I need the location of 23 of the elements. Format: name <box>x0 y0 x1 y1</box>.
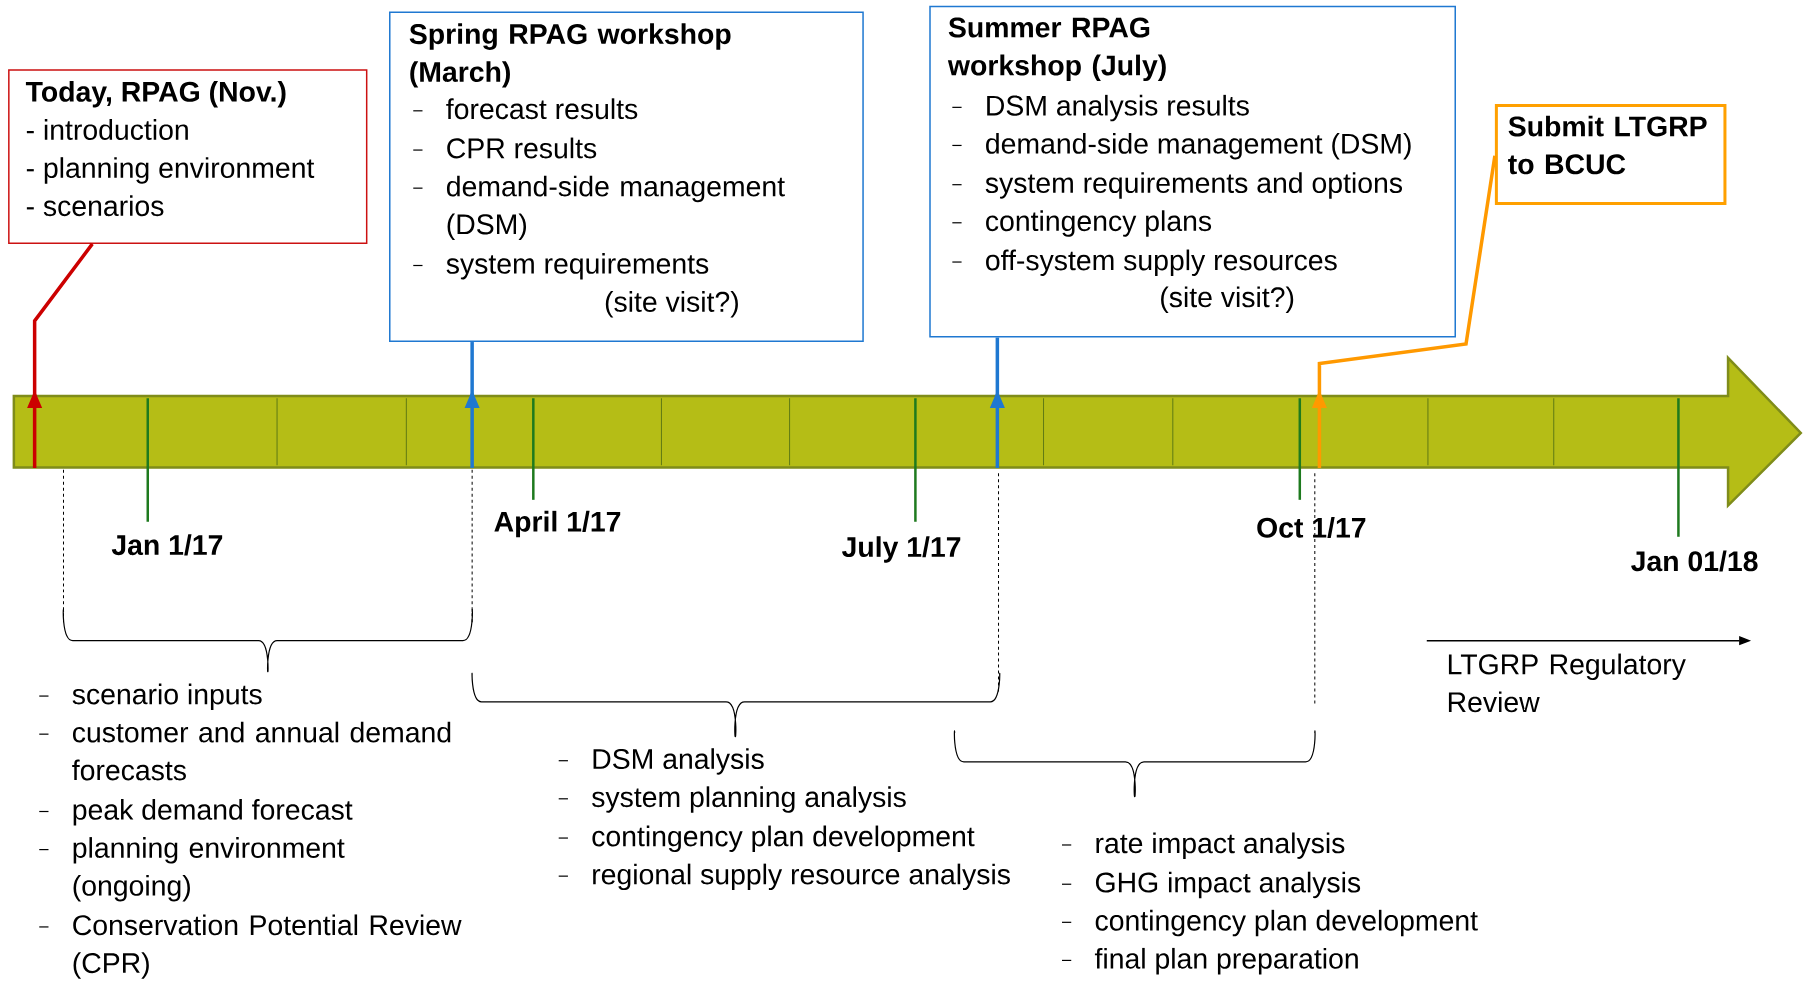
marker-arrow <box>1311 155 1497 468</box>
list-item: peak demand forecast <box>38 799 353 826</box>
list-item: system planning analysis <box>558 786 906 813</box>
workshop-box: Spring RPAG workshop (March) forecast results CPR results demand-side management (DSM) system requirements (site visit?) <box>389 11 864 343</box>
list-item: final plan preparation <box>1061 948 1358 975</box>
workshop-box: Summer RPAG workshop (July) DSM analysis results demand-side management (DSM) system requirements and options contingency plans off-system supply resources (site visit?) <box>929 5 1456 338</box>
list-item: scenario inputs <box>38 683 262 711</box>
milestone-box: Submit LTGRP to BCUC <box>1494 104 1727 206</box>
date-label: Jan 1/17 <box>111 534 223 556</box>
marker-arrow <box>27 242 94 468</box>
list-item: GHG impact analysis <box>1061 871 1361 899</box>
list-item: Conservation Potential Review (CPR) <box>38 914 462 979</box>
period-label: LTGRP Regulatory Review <box>1448 653 1686 713</box>
list-item: regional supply resource analysis <box>558 863 1010 891</box>
list-item: rate impact analysis <box>1061 832 1345 860</box>
list-item: contingency plan development <box>1061 909 1478 937</box>
list-item: contingency plan development <box>558 825 975 853</box>
list-item: planning environment (ongoing) <box>38 837 345 902</box>
timeline-arrow <box>12 354 1803 509</box>
date-label: Jan 01/18 <box>1631 550 1758 572</box>
note-box: Today, RPAG (Nov.) - introduction - planning environment - scenarios <box>8 69 368 244</box>
date-label: July 1/17 <box>842 536 961 563</box>
list-item: DSM analysis <box>558 748 764 775</box>
